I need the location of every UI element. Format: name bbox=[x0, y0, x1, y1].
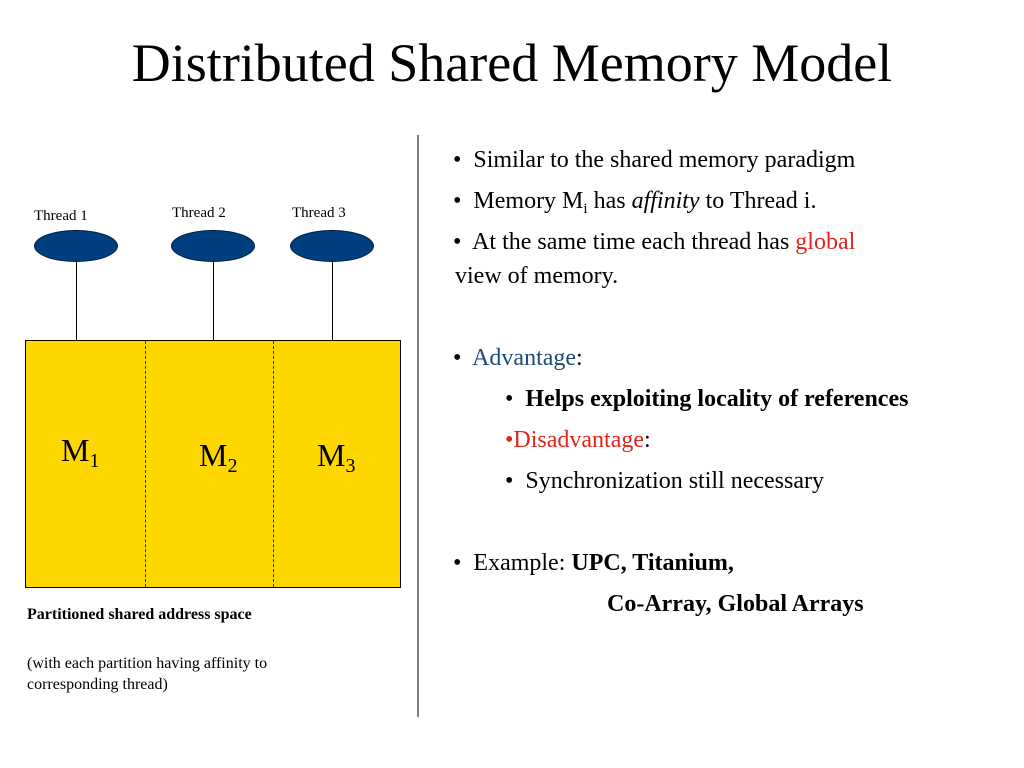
partition-divider-1 bbox=[145, 341, 146, 587]
diagram-caption-title: Partitioned shared address space bbox=[27, 606, 252, 623]
thread-2-connector bbox=[213, 262, 214, 340]
thread-1-node bbox=[34, 230, 118, 262]
disadvantage-item: • Synchronization still necessary bbox=[505, 468, 824, 494]
bullet-disadvantage: •Disadvantage: bbox=[505, 427, 651, 453]
bullet-advantage: • Advantage: bbox=[453, 345, 583, 371]
partition-divider-2 bbox=[273, 341, 274, 587]
thread-1-connector bbox=[76, 262, 77, 340]
bullet-global-view-line2: view of memory. bbox=[455, 263, 619, 289]
bullet-affinity: • Memory Mi has affinity to Thread i. bbox=[453, 188, 817, 217]
thread-2-label: Thread 2 bbox=[172, 205, 226, 221]
advantage-item: • Helps exploiting locality of reference… bbox=[505, 386, 909, 412]
thread-3-node bbox=[290, 230, 374, 262]
bullet-example: • Example: UPC, Titanium, bbox=[453, 550, 734, 576]
example-line2: Co-Array, Global Arrays bbox=[607, 591, 864, 617]
thread-1-label: Thread 1 bbox=[34, 208, 88, 224]
thread-2-node bbox=[171, 230, 255, 262]
memory-partition-2-label: M2 bbox=[199, 437, 238, 477]
vertical-divider bbox=[417, 135, 419, 717]
memory-partition-1-label: M1 bbox=[61, 432, 100, 472]
bullet-global-view: • At the same time each thread has globa… bbox=[453, 229, 856, 255]
thread-3-connector bbox=[332, 262, 333, 340]
shared-memory-block: M1 M2 M3 bbox=[25, 340, 401, 588]
bullet-similar: • Similar to the shared memory paradigm bbox=[453, 147, 856, 173]
memory-partition-3-label: M3 bbox=[317, 437, 356, 477]
slide-title: Distributed Shared Memory Model bbox=[131, 33, 893, 93]
thread-3-label: Thread 3 bbox=[292, 205, 346, 221]
diagram-caption-note: (with each partition having affinity to … bbox=[27, 655, 268, 693]
